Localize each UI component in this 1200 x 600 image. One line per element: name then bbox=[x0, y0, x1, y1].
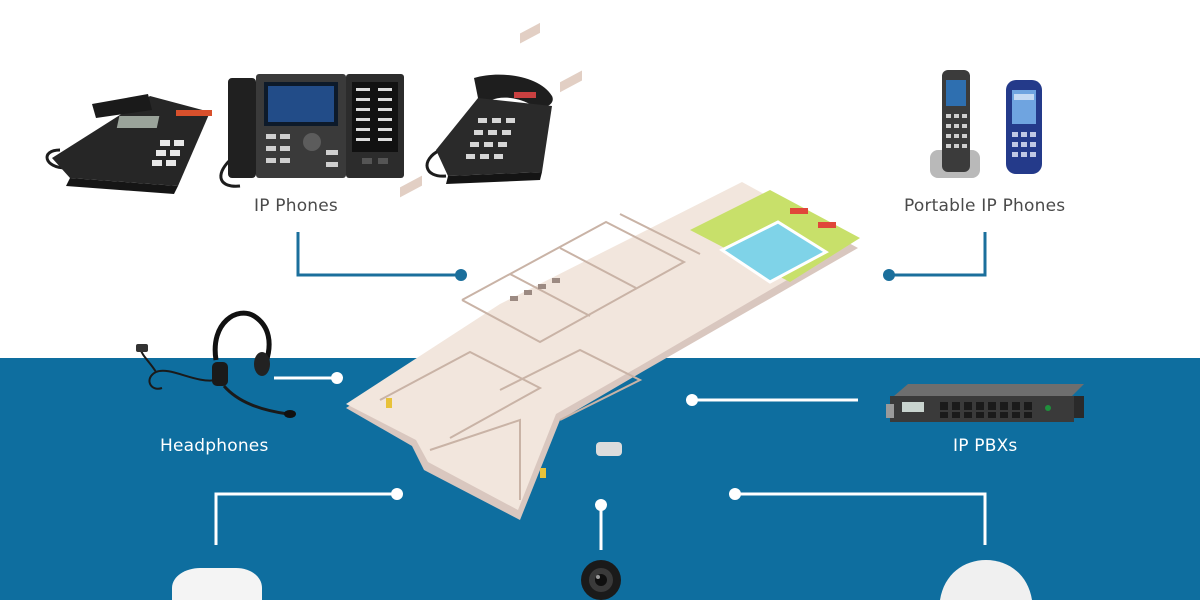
hotel-phone-icon bbox=[425, 74, 553, 184]
desk-phone-icon bbox=[45, 94, 212, 194]
dect-handset-icon bbox=[930, 70, 980, 178]
label-portable-ip-phones: Portable IP Phones bbox=[904, 196, 1066, 216]
rugged-handset-icon bbox=[1006, 80, 1042, 174]
connector-portable-ip-phones bbox=[883, 232, 987, 281]
label-ip-pbxs: IP PBXs bbox=[953, 436, 1018, 456]
access-point-icon bbox=[172, 568, 262, 600]
connector-ip-pbxs bbox=[686, 394, 858, 406]
connector-ceiling-speaker bbox=[729, 488, 987, 545]
camera-icon bbox=[581, 560, 621, 600]
pbx-rack-icon bbox=[886, 384, 1084, 422]
connector-access-point bbox=[214, 488, 403, 545]
connector-ip-phones bbox=[296, 232, 467, 281]
connector-headphones bbox=[274, 372, 343, 384]
hotel-building-icon bbox=[346, 22, 860, 520]
ceiling-speaker-icon bbox=[940, 560, 1032, 600]
connector-camera bbox=[595, 499, 607, 550]
label-ip-phones: IP Phones bbox=[254, 196, 338, 216]
executive-ip-phone-icon bbox=[219, 74, 404, 188]
headset-icon bbox=[136, 310, 296, 418]
label-headphones: Headphones bbox=[160, 436, 269, 456]
